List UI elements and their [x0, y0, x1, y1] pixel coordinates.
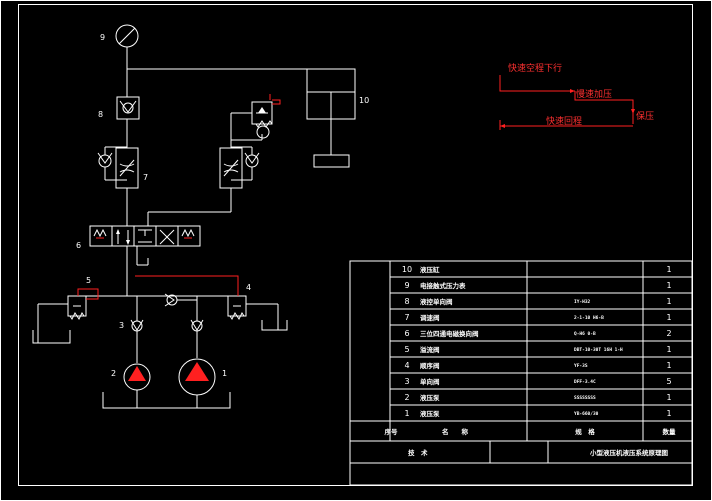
- label-2: 2: [111, 369, 116, 378]
- bom-row-name: 调速阀: [420, 313, 440, 322]
- label-8: 8: [98, 110, 103, 119]
- cycle-step-fast-return: 快速回程: [546, 115, 582, 127]
- label-10: 10: [359, 96, 369, 105]
- bom-row-number: 8: [404, 297, 409, 306]
- label-4: 4: [246, 283, 251, 292]
- pressure-circuit: [32, 275, 288, 363]
- title-block-right: 小型液压机液压系统原理图: [589, 448, 669, 457]
- bom-header-number: 序号: [384, 427, 399, 436]
- bom-row-spec: 2-1-10 H6-B: [574, 315, 604, 321]
- label-7: 7: [143, 173, 148, 182]
- bom-row-name: 溢流阀: [420, 345, 440, 354]
- bom-row-number: 9: [404, 281, 409, 290]
- bom-header-qty: 数量: [663, 427, 677, 436]
- bom-row-spec: YF-3S: [574, 363, 588, 369]
- bom-row-spec: YB-660/30: [574, 411, 599, 417]
- bom-row-number: 2: [404, 393, 409, 402]
- bom-row-number: 1: [404, 409, 409, 418]
- directional-valve-6: [89, 212, 201, 296]
- flow-control-valve-7: [97, 146, 139, 212]
- bom-row-qty: 1: [666, 393, 671, 402]
- bill-of-materials-table: 10 液压缸 1 9 电接触式压力表 1 8 液控单向阀 IY-H32 1 7 调速阀 2-1-10 H…: [349, 260, 693, 486]
- bom-row-name: 单向阀: [420, 377, 440, 386]
- cycle-step-hold: 保压: [636, 110, 654, 122]
- bom-row-spec: DFF-3.4C: [574, 379, 596, 385]
- cycle-step-slow-press: 慢速加压: [576, 88, 612, 100]
- bom-row-name: 液压泵: [420, 409, 440, 418]
- bom-row-name: 液压泵: [420, 393, 440, 402]
- bom-row-name: 电接触式压力表: [420, 281, 466, 290]
- bom-header-spec: 规 格: [575, 427, 595, 436]
- pumps: [102, 358, 231, 409]
- component-labels: 1 2 3 4 5 6 7 8 9 10: [76, 33, 369, 378]
- bom-row-qty: 5: [666, 377, 671, 386]
- bom-row-number: 4: [404, 361, 409, 370]
- bom-row-number: 3: [404, 377, 409, 386]
- bom-row-spec: DBT-10-30T 16H 1-H: [574, 347, 623, 353]
- bom-row-spec: IY-H32: [574, 299, 591, 305]
- bom-row-qty: 1: [666, 409, 671, 418]
- hydraulic-cylinder-10: [127, 68, 356, 168]
- bom-row-name: 液控单向阀: [420, 297, 453, 306]
- bom-row-number: 5: [404, 345, 409, 354]
- bom-row-number: 6: [404, 329, 409, 338]
- bom-row-qty: 1: [666, 313, 671, 322]
- cycle-step-fast-down: 快速空程下行: [508, 62, 562, 74]
- bom-row-number: 10: [402, 265, 412, 274]
- label-6: 6: [76, 241, 81, 250]
- label-9: 9: [100, 33, 105, 42]
- label-3: 3: [119, 321, 124, 330]
- work-cycle-diagram: 快速空程下行 慢速加压 保压 快速回程: [499, 62, 654, 130]
- right-valve-group: [147, 94, 281, 226]
- bom-row-qty: 1: [666, 361, 671, 370]
- bom-row-qty: 1: [666, 265, 671, 274]
- label-5: 5: [86, 276, 91, 285]
- pressure-gauge-9: [115, 24, 139, 97]
- bom-row-qty: 2: [666, 329, 671, 338]
- pilot-check-valve-8: [116, 96, 140, 148]
- bom-row-qty: 1: [666, 297, 671, 306]
- bom-row-name: 液压缸: [420, 265, 440, 274]
- bom-row-name: 顺序阀: [420, 361, 440, 370]
- bom-row-name: 三位四通电磁换向阀: [420, 329, 479, 338]
- bom-row-spec: SSSSSSSS: [574, 395, 596, 401]
- bom-header-name: 名 称: [442, 427, 469, 436]
- bom-row-number: 7: [404, 313, 409, 322]
- bom-row-qty: 1: [666, 281, 671, 290]
- label-1: 1: [222, 369, 227, 378]
- title-block-left: 技 术: [408, 448, 428, 457]
- bom-row-qty: 1: [666, 345, 671, 354]
- bom-row-spec: Q-H6 0-B: [574, 331, 596, 337]
